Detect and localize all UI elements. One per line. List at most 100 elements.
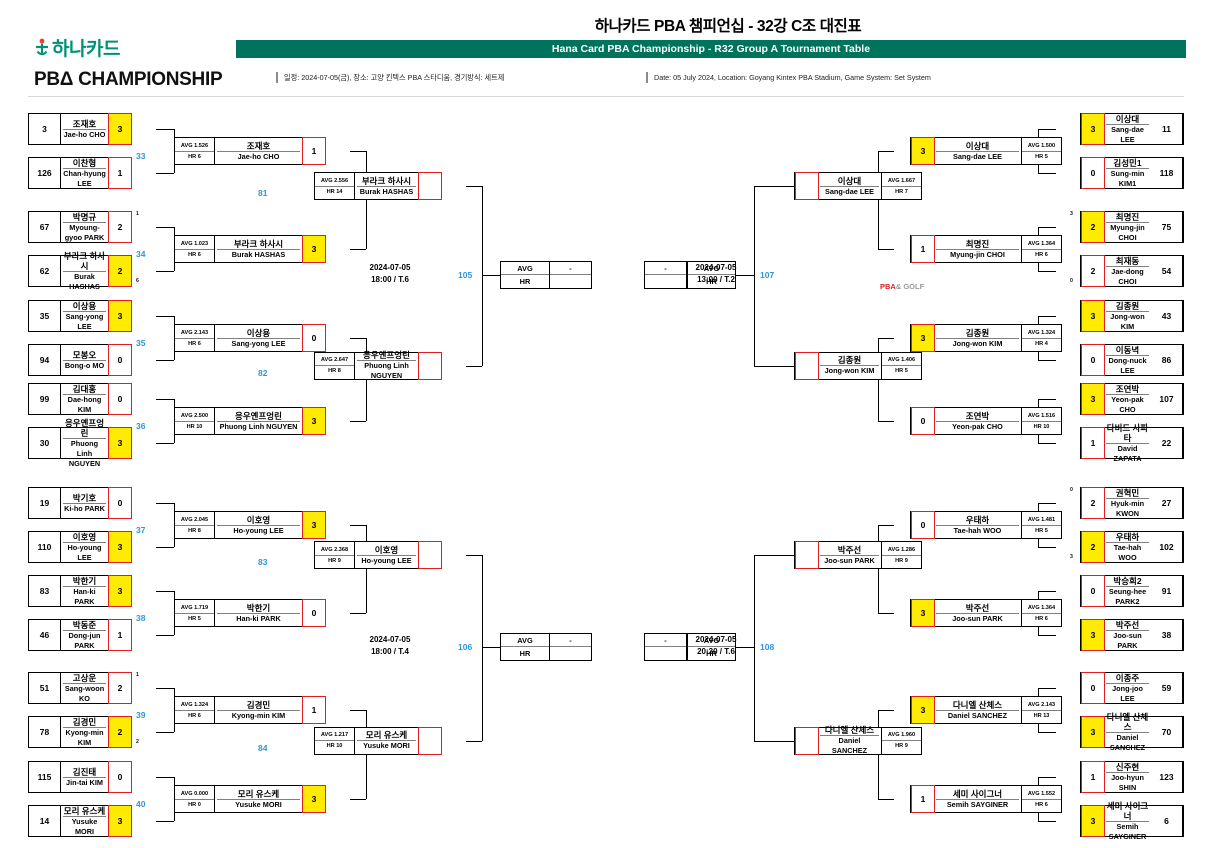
player-seed: 59 — [1151, 673, 1183, 703]
player-score: 0 — [1081, 575, 1105, 607]
final-avg-value: - — [550, 262, 591, 276]
bracket-connector — [156, 777, 174, 779]
player-name-kr: 박한기 — [63, 576, 106, 587]
player-name-en: Daniel SANCHEZ — [1109, 732, 1146, 752]
player-score: 2 — [1081, 487, 1105, 519]
player-score: 3 — [1081, 805, 1105, 837]
player-name-kr: 고상운 — [63, 673, 106, 684]
player-name-kr: 박주선 — [1106, 620, 1149, 631]
player-hr: HR 10 — [186, 423, 203, 430]
player-name-en: Kyong-min KIM — [65, 727, 104, 747]
player-hr: HR 4 — [1035, 340, 1048, 347]
bracket-connector — [1038, 547, 1056, 549]
match-date: 2024-07-05 — [369, 262, 411, 272]
player-score: 3 — [108, 531, 132, 563]
player-name-kr: 다니엘 산체스 — [820, 725, 879, 736]
player-score: 0 — [1081, 344, 1105, 376]
title-bar-background — [236, 40, 1186, 58]
player-score: 1 — [1081, 427, 1105, 459]
set-score: 6 — [136, 278, 139, 284]
pba-golf-suffix: & GOLF — [895, 282, 925, 291]
player-name-en: Joo-hyun SHIN — [1111, 772, 1144, 792]
set-score: 0 — [1070, 487, 1073, 493]
player-name-kr: 이상대 — [1106, 114, 1149, 125]
player-name-en: Myung-jin CHOI — [1110, 222, 1145, 242]
player-name-en: Daniel SANCHEZ — [947, 710, 1008, 720]
player-hr: HR 6 — [1035, 251, 1048, 258]
player-score: 3 — [1081, 113, 1105, 145]
player-name-kr: 다니엘 산체스 — [936, 700, 1019, 711]
player-avg: AVG 2.556 — [315, 176, 354, 187]
player-name-en: Jong-won KIM — [952, 338, 1003, 348]
logo-block: 하나카드 PBΔ CHAMPIONSHIP — [34, 34, 234, 91]
player-name-en: Yeon-pak CHO — [952, 421, 1003, 431]
player-score: 1 — [911, 785, 935, 813]
final-avg-label: AVG — [688, 262, 735, 276]
header-divider — [28, 96, 1184, 97]
